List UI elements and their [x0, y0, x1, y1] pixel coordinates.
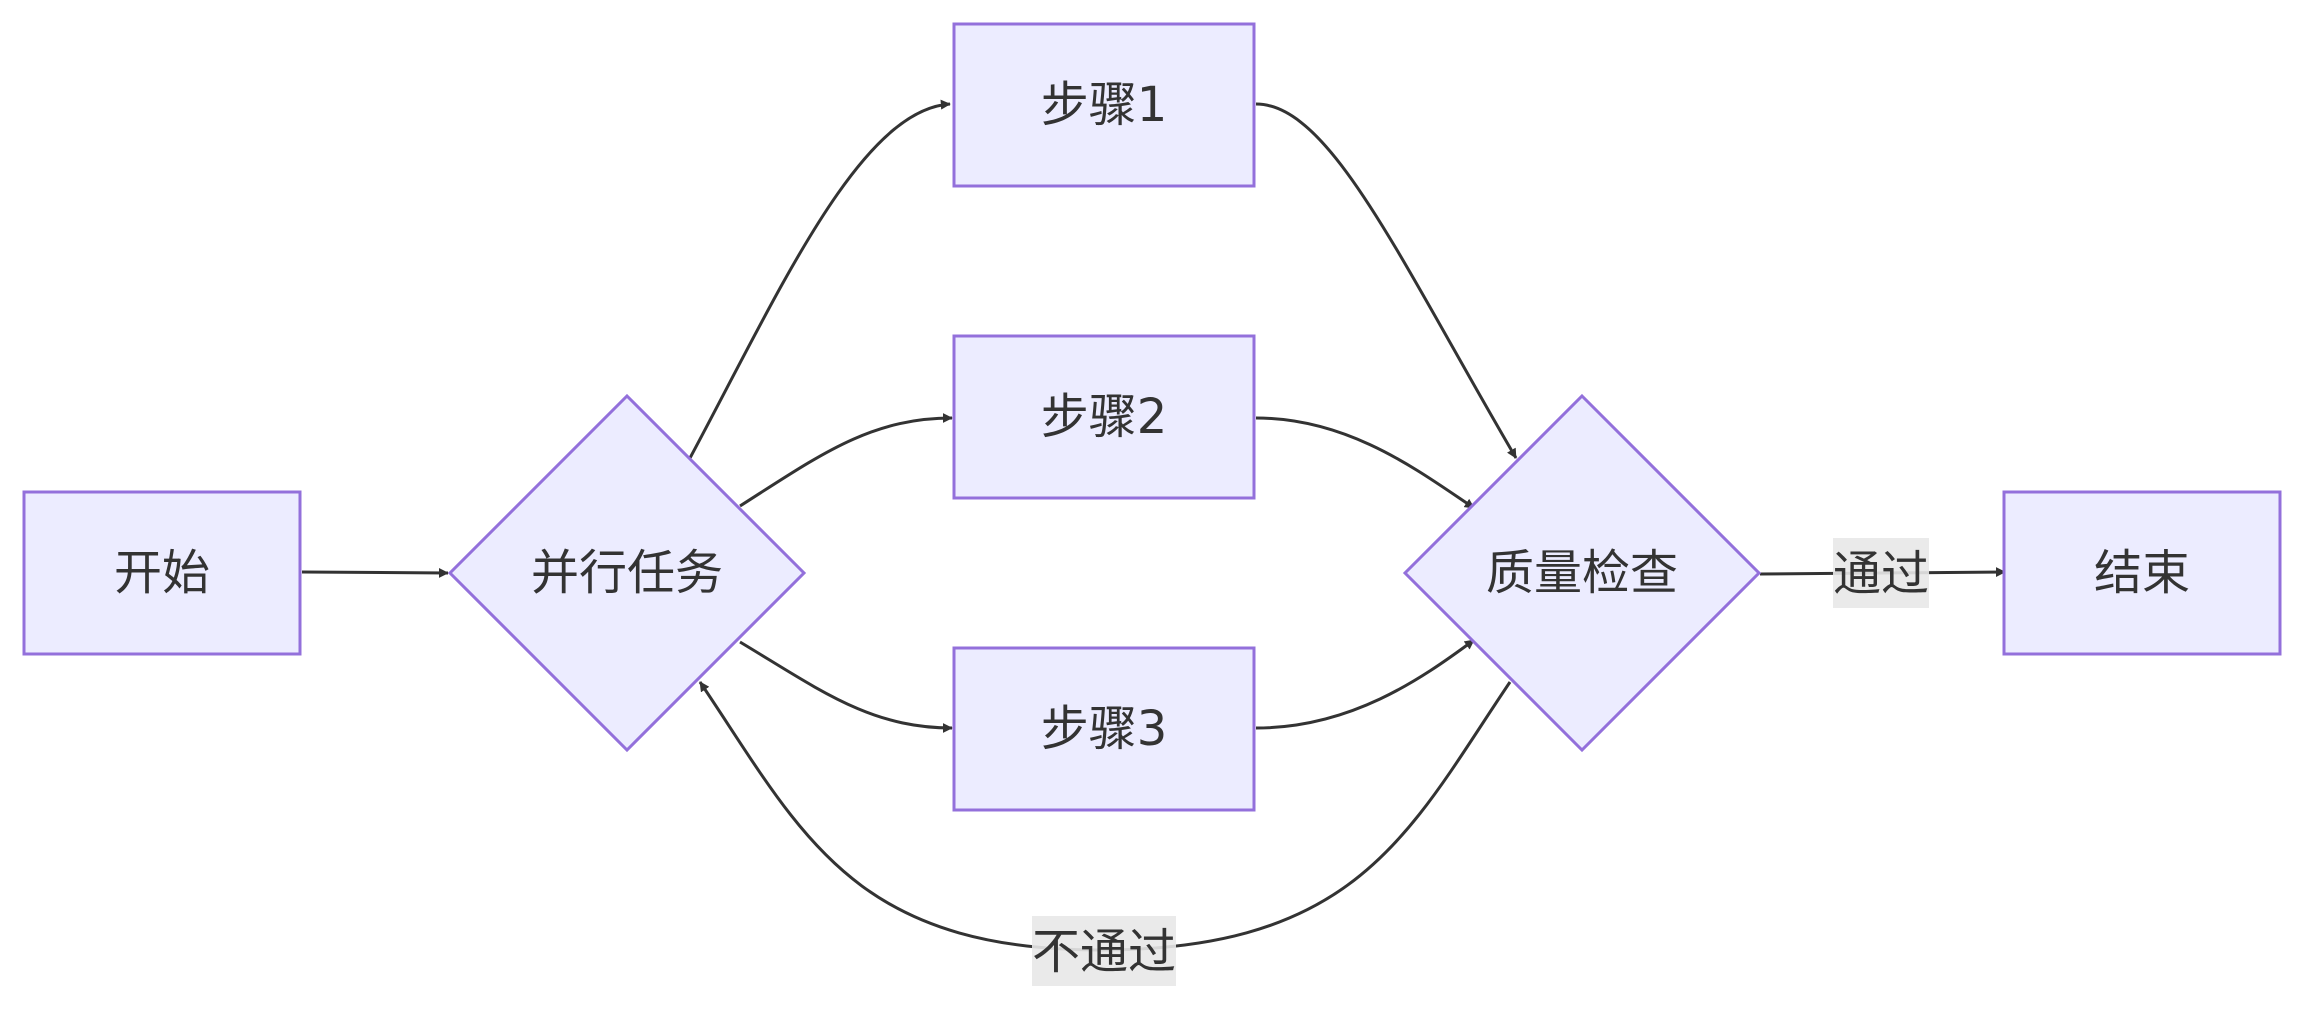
edge-label-fail-text: 不通过 — [1032, 924, 1176, 980]
node-step3[interactable]: 步骤3 — [952, 646, 1256, 812]
node-step3-shape — [952, 646, 1256, 812]
edge-labels: 通过 不通过 — [1032, 538, 1929, 986]
node-parallel-shape — [447, 393, 807, 753]
node-step1-shape — [952, 22, 1256, 188]
edge-step2-to-qc — [1255, 416, 1475, 510]
node-step1[interactable]: 步骤1 — [952, 22, 1256, 188]
node-parallel-label: 并行任务 — [531, 545, 723, 601]
node-parallel[interactable]: 并行任务 — [447, 393, 807, 753]
node-step1-label: 步骤1 — [1041, 77, 1168, 133]
node-start-shape — [22, 490, 302, 656]
node-qc[interactable]: 质量检查 — [1402, 393, 1762, 753]
node-end-shape — [2002, 490, 2282, 656]
node-qc-label: 质量检查 — [1486, 545, 1678, 601]
edge-start-to-parallel — [301, 567, 449, 578]
edge-label-pass-text: 通过 — [1833, 546, 1929, 602]
node-step3-label: 步骤3 — [1041, 701, 1168, 757]
node-end-label: 结束 — [2094, 545, 2190, 601]
edge-step1-to-qc — [1255, 102, 1518, 459]
node-step2-label: 步骤2 — [1041, 389, 1168, 445]
node-step2-shape — [952, 334, 1256, 500]
edge-label-pass-background — [1833, 538, 1929, 608]
edge-parallel-to-step1 — [688, 99, 951, 459]
node-start[interactable]: 开始 — [22, 490, 302, 656]
edge-label-pass: 通过 — [1833, 538, 1929, 608]
node-start-label: 开始 — [114, 545, 210, 601]
edge-parallel-to-step2 — [739, 413, 953, 508]
edge-parallel-to-step3 — [739, 640, 953, 733]
edge-label-fail: 不通过 — [1032, 916, 1176, 986]
nodes: 开始 并行任务 步骤1 步骤2 步骤3 质量检查 结束 — [22, 22, 2282, 812]
edge-step3-to-qc — [1255, 638, 1475, 730]
node-step2[interactable]: 步骤2 — [952, 334, 1256, 500]
edge-label-fail-background — [1032, 916, 1176, 986]
node-end[interactable]: 结束 — [2002, 490, 2282, 656]
node-qc-shape — [1402, 393, 1762, 753]
